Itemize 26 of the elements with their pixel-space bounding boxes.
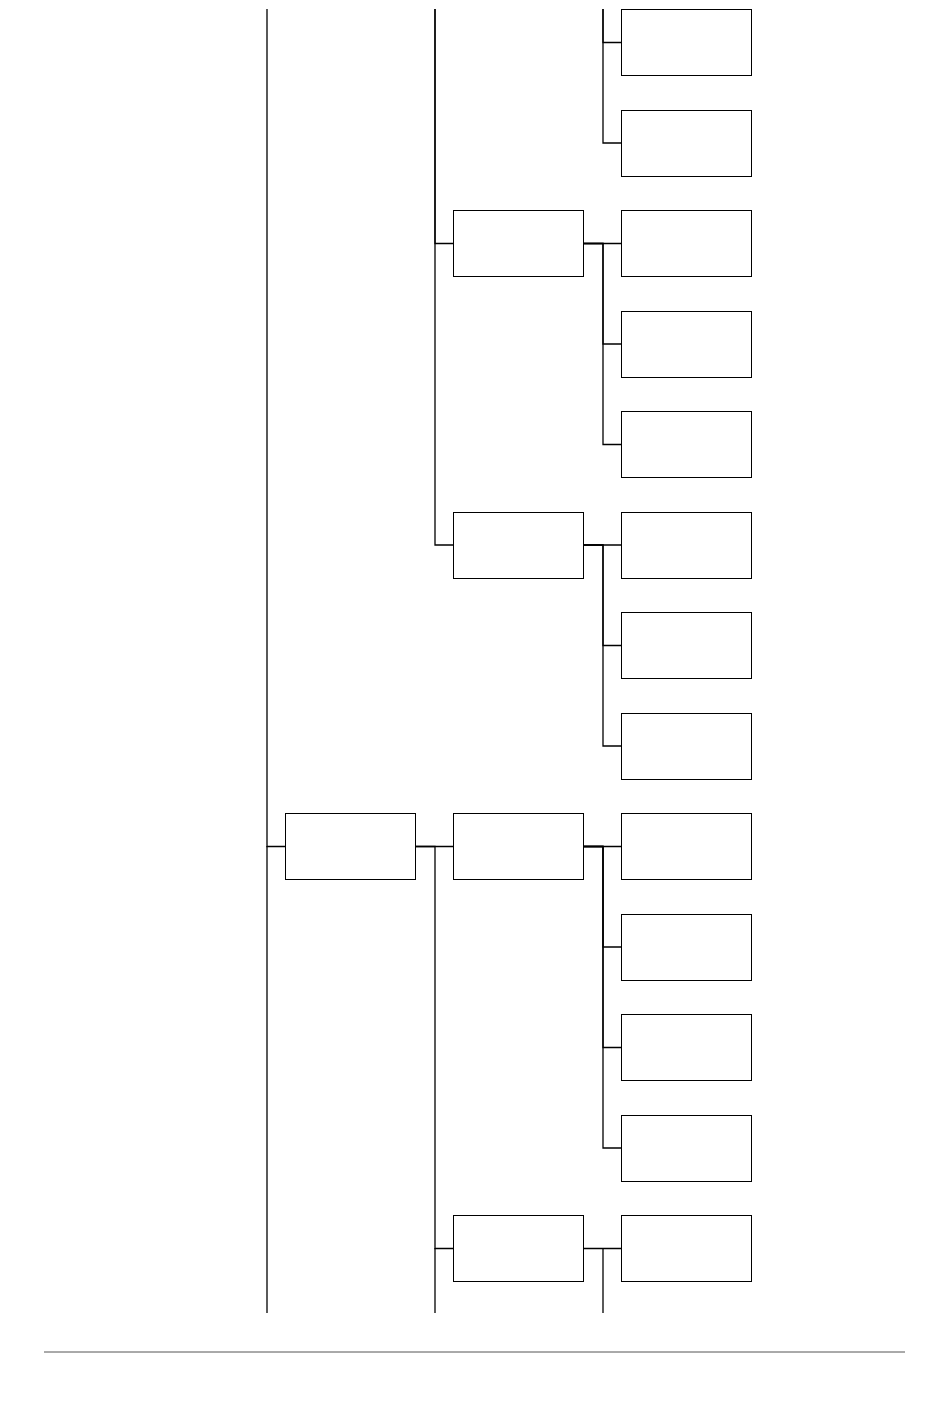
empty-box	[621, 913, 752, 981]
empty-box	[621, 1014, 752, 1081]
connector-line	[602, 8, 622, 144]
empty-box	[621, 511, 752, 579]
empty-box	[621, 1114, 752, 1182]
empty-box	[621, 813, 752, 880]
empty-box	[453, 813, 584, 880]
empty-box	[621, 109, 752, 177]
empty-box	[621, 712, 752, 780]
empty-box	[453, 210, 584, 277]
connector-line	[415, 845, 454, 1250]
connector-line	[583, 1247, 622, 1250]
connector-line	[583, 845, 622, 1149]
connector-line	[583, 544, 622, 747]
empty-box	[453, 1215, 584, 1282]
connector-line	[266, 8, 286, 848]
connector-line	[583, 242, 622, 446]
empty-box	[621, 612, 752, 679]
empty-box	[621, 310, 752, 378]
empty-box	[621, 210, 752, 277]
empty-box	[285, 813, 416, 880]
connector-line	[434, 8, 454, 546]
empty-box	[621, 411, 752, 478]
empty-box	[621, 1215, 752, 1282]
empty-box	[453, 511, 584, 579]
empty-box	[621, 9, 752, 76]
